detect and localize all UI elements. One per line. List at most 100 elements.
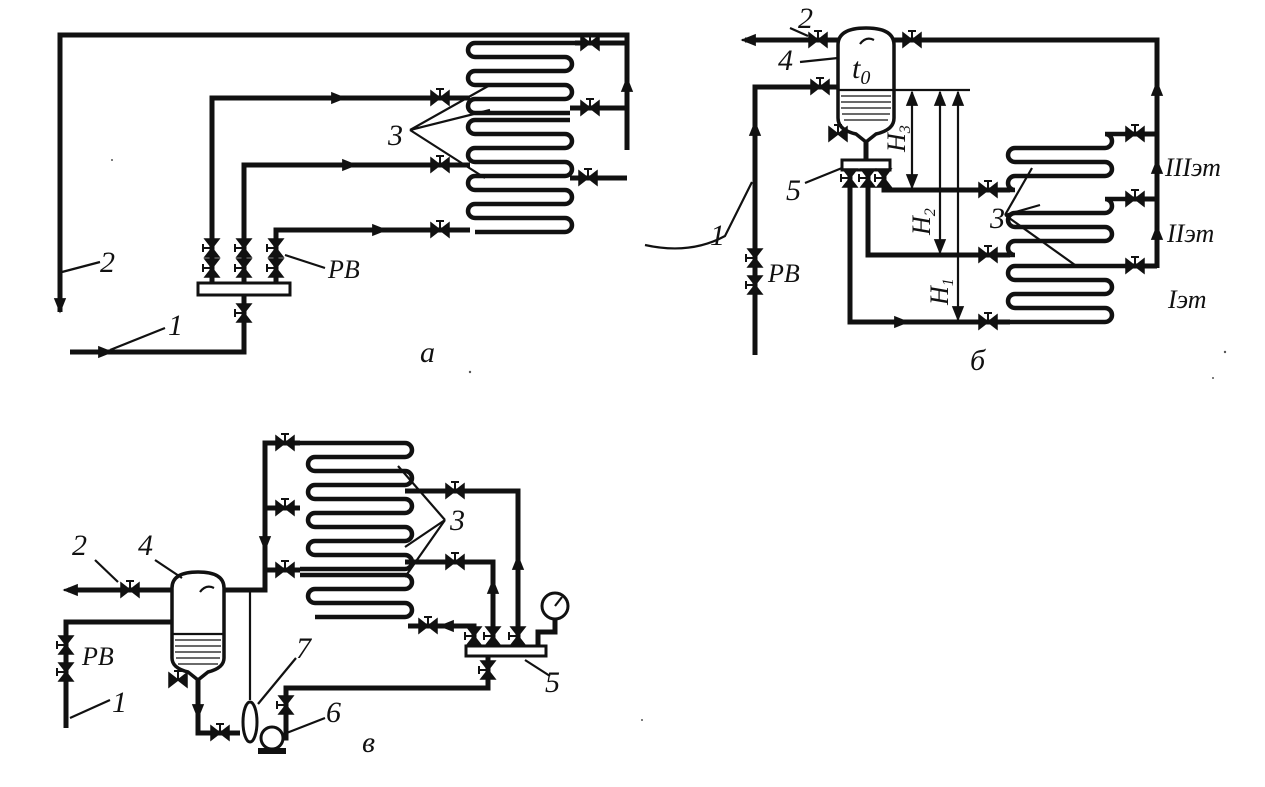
label-h2-b: H2 xyxy=(907,208,939,236)
pump-6-c xyxy=(259,725,285,751)
leader-3-c xyxy=(397,465,446,578)
label-3-b: 3 xyxy=(989,202,1005,235)
valve-c-main xyxy=(478,660,496,680)
leader-rv-a xyxy=(284,253,326,270)
valve-a-main xyxy=(234,303,252,323)
label-t0-b: t0 xyxy=(852,52,870,89)
liquid-hatch-b xyxy=(841,95,891,121)
valve-c-r1 xyxy=(275,433,295,451)
label-h3-b: H3 xyxy=(882,125,914,153)
diagram-c: 2 4 РВ 1 3 5 7 6 в xyxy=(56,433,570,759)
label-4-b: 4 xyxy=(778,44,793,77)
valve-b-f3 xyxy=(978,180,998,198)
separator-7-c xyxy=(241,700,259,744)
gauge-line-c xyxy=(535,619,558,646)
leader-2-a xyxy=(61,260,101,274)
valve-c-m2 xyxy=(483,626,501,646)
valve-b-m2 xyxy=(858,168,876,188)
valve-b-m3 xyxy=(874,168,892,188)
leader-1-a xyxy=(109,326,166,352)
valve-a-in3 xyxy=(430,220,450,238)
supply-pipe-1-a xyxy=(70,295,247,355)
label-1-b: 1 xyxy=(710,219,725,252)
valve-c-pump xyxy=(276,695,294,715)
leader-1-c xyxy=(69,698,111,720)
diagram-a: 3 2 1 РВ а xyxy=(53,32,634,369)
valve-b-o2 xyxy=(1125,189,1145,207)
manifold-a xyxy=(196,281,292,297)
valve-c-r3 xyxy=(275,560,295,578)
coil-bank-c-lower xyxy=(300,572,415,620)
label-3-a: 3 xyxy=(387,119,403,152)
valve-b-o3 xyxy=(1125,124,1145,142)
valve-a-out2 xyxy=(580,98,600,116)
return-riser-b xyxy=(894,37,1160,268)
label-floor-2-b: IIэт xyxy=(1166,219,1214,248)
panel-label-a: а xyxy=(420,336,435,369)
coil-bank-c-upper xyxy=(300,440,415,572)
supply-pipe-1-c xyxy=(63,619,172,728)
supply-pipe-1-b xyxy=(752,84,838,355)
label-rv-a: РВ xyxy=(327,255,360,284)
valve-c-f2 xyxy=(445,552,465,570)
leader-7-c xyxy=(257,657,297,705)
coil-bank-a-upper xyxy=(465,40,575,116)
valve-c-m3 xyxy=(508,626,526,646)
vessel-4-c xyxy=(170,570,226,683)
label-5-b: 5 xyxy=(786,174,801,207)
valve-c-rv1 xyxy=(56,635,74,655)
label-6-c: 6 xyxy=(326,696,341,729)
pump-discharge-c xyxy=(283,656,491,741)
valve-b-f1 xyxy=(978,312,998,330)
valve-c-vapor xyxy=(120,580,140,598)
valve-b-o1 xyxy=(1125,256,1145,274)
leader-4-b xyxy=(799,56,839,64)
valve-a-out3 xyxy=(578,168,598,186)
valve-a-rv2b xyxy=(234,258,252,278)
coil-floor-1-b xyxy=(1005,263,1125,325)
valve-c-m1 xyxy=(464,626,482,646)
label-floor-1-b: Iэт xyxy=(1167,285,1207,314)
leader-6-c xyxy=(283,716,326,736)
label-7-c: 7 xyxy=(296,632,313,665)
supply-line-a2 xyxy=(241,162,470,262)
valve-c-drain xyxy=(168,670,188,688)
coil-floor-2-b xyxy=(1005,196,1125,258)
leader-3-b xyxy=(1004,167,1076,266)
vessel-inlet-hook-c xyxy=(199,585,215,593)
valve-a-rv1b xyxy=(202,258,220,278)
leader-5-c xyxy=(524,659,551,677)
leader-2-c xyxy=(94,559,119,583)
gauge-needle-c xyxy=(554,596,563,607)
valve-b-rv2 xyxy=(745,275,763,295)
feed-floor-1-b xyxy=(847,170,1010,325)
leader-4-c xyxy=(154,559,183,579)
panel-label-c: в xyxy=(362,726,375,759)
panel-label-b: б xyxy=(970,344,986,377)
label-rv-b: РВ xyxy=(767,259,800,288)
leader-5-b xyxy=(804,166,843,185)
valve-a-rv3 xyxy=(266,238,284,258)
label-3-c: 3 xyxy=(449,504,465,537)
valve-b-f2 xyxy=(978,245,998,263)
vessel-inlet-hook-b xyxy=(859,37,875,45)
label-2-a: 2 xyxy=(100,246,115,279)
coil-feed-c2 xyxy=(405,559,496,630)
pump-base-c xyxy=(258,748,286,754)
label-h1-b: H1 xyxy=(925,278,957,306)
supply-line-a3 xyxy=(273,227,470,262)
supply-line-a1 xyxy=(209,95,470,262)
leader-1-b xyxy=(644,181,753,250)
valve-c-f1 xyxy=(445,481,465,499)
label-2-b: 2 xyxy=(798,2,813,35)
label-1-c: 1 xyxy=(112,686,127,719)
scan-noise xyxy=(111,159,1227,721)
label-rv-c: РВ xyxy=(81,642,114,671)
label-2-c: 2 xyxy=(72,529,87,562)
manifold-5-c xyxy=(464,644,548,658)
valve-b-m1 xyxy=(840,168,858,188)
valve-b-rv1 xyxy=(745,248,763,268)
valve-a-rv2 xyxy=(234,238,252,258)
label-1-a: 1 xyxy=(168,309,183,342)
